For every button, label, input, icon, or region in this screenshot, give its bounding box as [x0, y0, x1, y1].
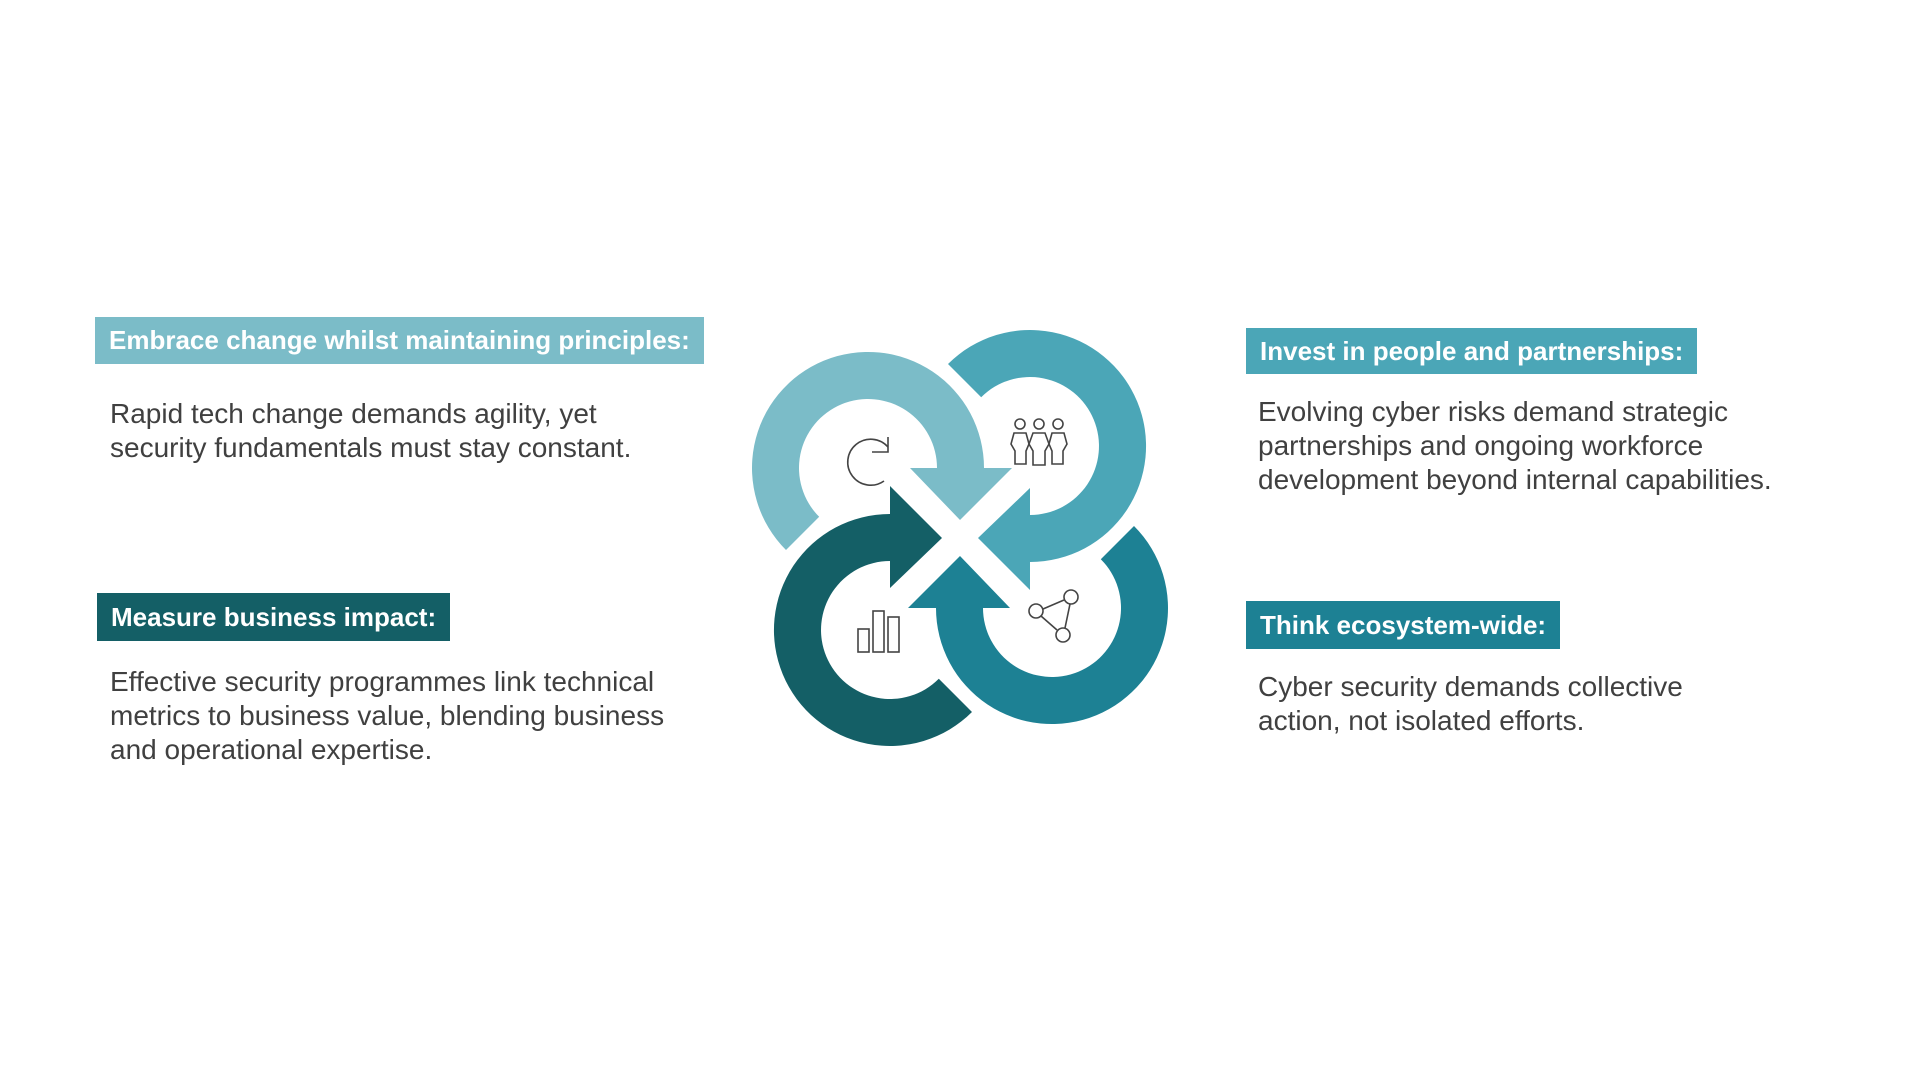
embrace-line: security fundamentals must stay constant… — [110, 432, 632, 463]
embrace-heading: Embrace change whilst maintaining princi… — [95, 317, 704, 364]
ecosystem-heading: Think ecosystem-wide: — [1246, 601, 1561, 649]
measure-line: metrics to business value, blending busi… — [110, 700, 665, 731]
ecosystem-line: Cyber security demands collective — [1258, 671, 1683, 702]
invest-heading: Invest in people and partnerships: — [1246, 328, 1698, 374]
invest-line: partnerships and ongoing workforce — [1258, 430, 1704, 461]
people-icon — [1010, 418, 1068, 466]
invest-line: development beyond internal capabilities… — [1258, 464, 1772, 495]
ecosystem-line: action, not isolated efforts. — [1258, 705, 1585, 736]
measure-line: Effective security programmes link techn… — [110, 666, 655, 697]
bar-chart-icon — [857, 610, 900, 653]
invest-line: Evolving cyber risks demand strategic — [1258, 396, 1728, 427]
measure-description: Effective security programmes link techn… — [110, 665, 664, 767]
embrace-description: Rapid tech change demands agility, yet s… — [110, 397, 631, 465]
measure-line: and operational expertise. — [110, 734, 433, 765]
invest-description: Evolving cyber risks demand strategic pa… — [1258, 395, 1772, 497]
ecosystem-description: Cyber security demands collective action… — [1258, 670, 1683, 738]
refresh-icon — [846, 437, 889, 486]
embrace-line: Rapid tech change demands agility, yet — [110, 398, 597, 429]
network-icon — [1028, 589, 1079, 643]
measure-heading: Measure business impact: — [97, 593, 451, 641]
